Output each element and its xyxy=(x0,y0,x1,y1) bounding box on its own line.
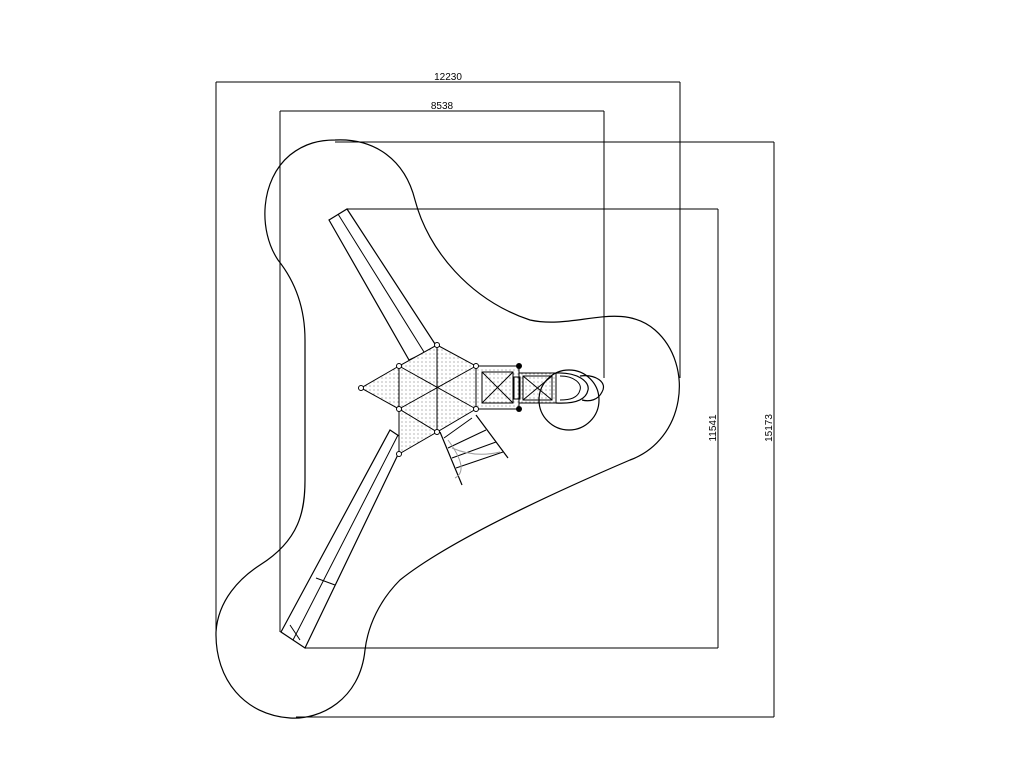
rope-climber xyxy=(439,414,509,486)
deck-posts xyxy=(358,342,522,457)
triangle-panel-left xyxy=(359,365,400,410)
hexagonal-deck xyxy=(398,344,477,433)
outer-width-label: 12230 xyxy=(434,72,462,83)
dimension-outer-height: 15173 xyxy=(296,141,775,718)
triangle-panel-bottom xyxy=(398,408,438,455)
safety-zone-outline xyxy=(215,139,680,719)
inner-width-label: 8538 xyxy=(431,101,454,112)
outer-height-label: 15173 xyxy=(764,414,775,442)
dimension-inner-width: 8538 xyxy=(279,101,605,632)
inner-height-label: 11541 xyxy=(708,414,719,442)
tube-slide xyxy=(513,369,604,431)
square-deck xyxy=(475,365,520,410)
dimension-outer-width: 12230 xyxy=(215,72,681,632)
dimension-inner-height: 11541 xyxy=(305,208,719,649)
